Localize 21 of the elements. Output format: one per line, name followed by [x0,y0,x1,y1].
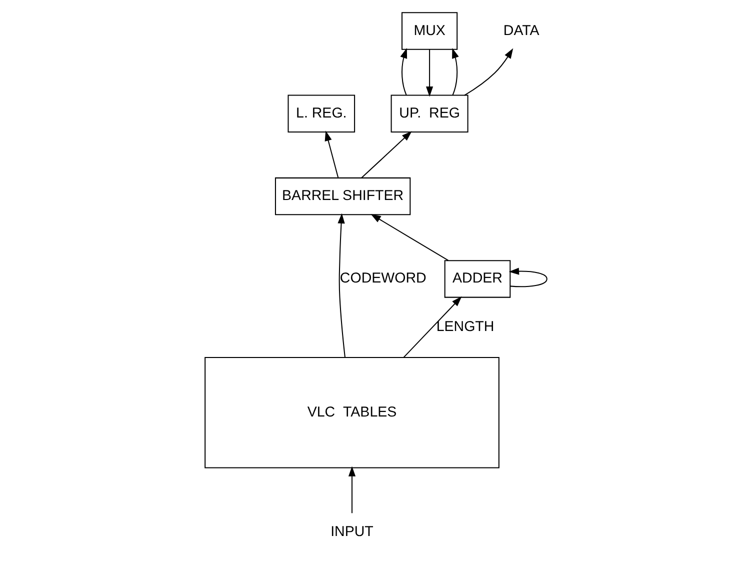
node-box: MUX [400,12,458,50]
arrow [400,48,407,96]
arrow [402,296,462,358]
edge-label: LENGTH [436,319,494,336]
arrow [348,466,356,514]
node-box: BARREL SHIFTER [274,177,410,216]
node-text: INPUT [330,524,373,540]
arrow [452,48,458,96]
arrow [360,131,412,178]
arrow [464,48,513,96]
node-box: L. REG. [287,94,355,133]
arrow [425,50,433,97]
arrow [370,214,448,261]
node-box: UP. REG [390,94,468,133]
node-box: VLC TABLES [204,357,499,468]
node-text: DATA [502,22,539,39]
arrow [337,213,345,358]
node-box: ADDER [444,260,510,298]
edge-label: CODEWORD [339,270,426,287]
arrow [508,268,547,288]
arrow [324,130,338,178]
